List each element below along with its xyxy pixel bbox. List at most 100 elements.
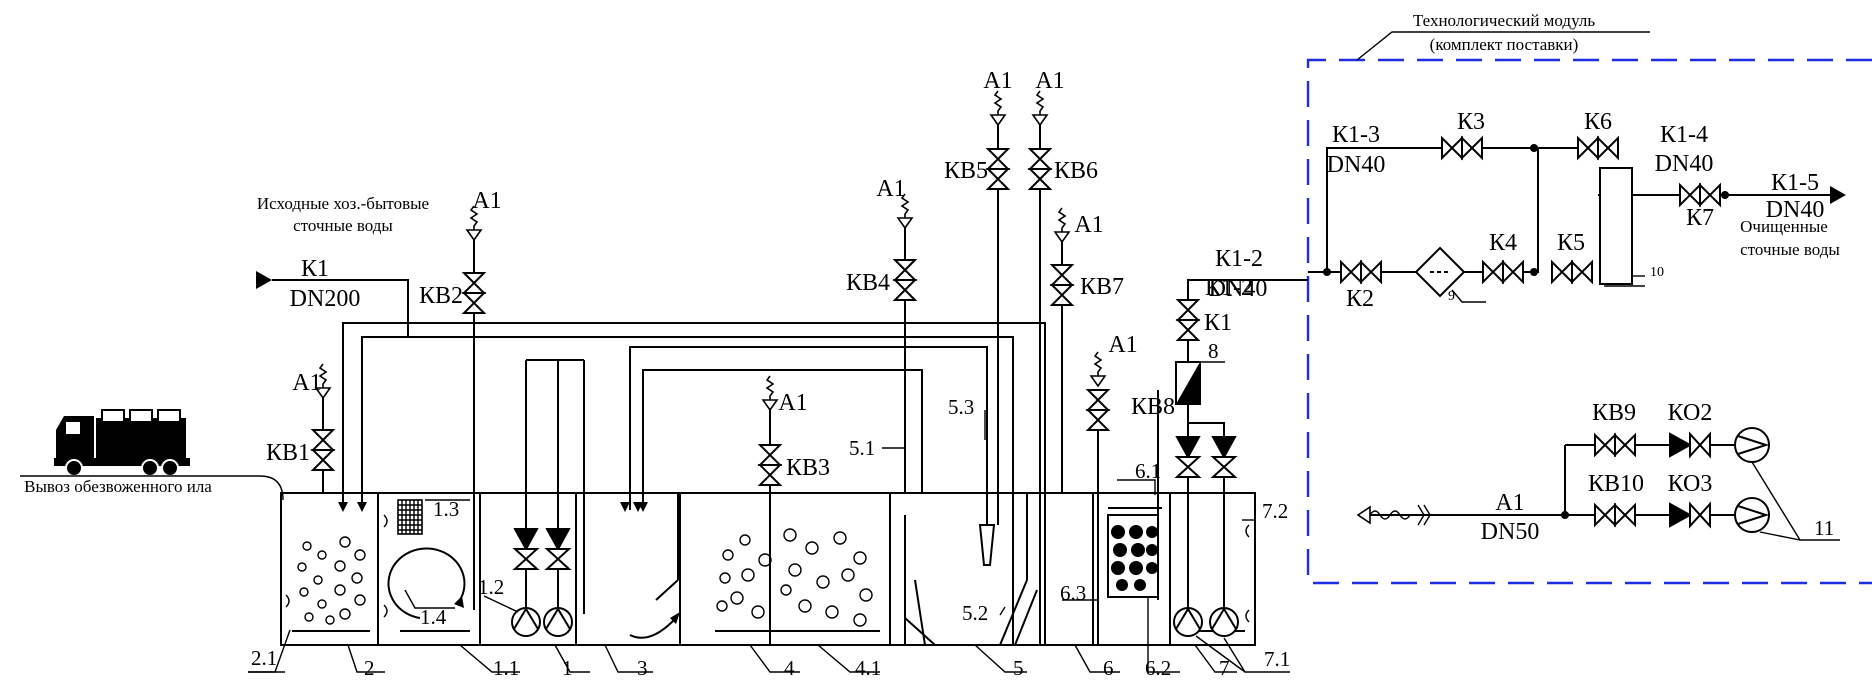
- svg-text:К6: К6: [1584, 109, 1612, 135]
- svg-text:А1: А1: [292, 370, 321, 396]
- svg-text:А1: А1: [472, 188, 501, 214]
- svg-text:10: 10: [1650, 265, 1664, 280]
- blower-2: [1734, 497, 1770, 533]
- svg-text:КВ2: КВ2: [419, 283, 463, 309]
- svg-text:КО3: КО3: [1668, 471, 1713, 497]
- k1-2-labels: К1-2 DN40: [1209, 246, 1268, 302]
- outlet-desc: Очищенные: [1740, 217, 1828, 236]
- treatment-tank: [280, 492, 1256, 646]
- svg-text:6.1: 6.1: [1135, 459, 1161, 483]
- outlet-dn-label: DN40: [1766, 197, 1825, 223]
- svg-text:К2: К2: [1346, 286, 1374, 312]
- svg-text:11: 11: [1814, 516, 1834, 540]
- svg-text:А1: А1: [1108, 332, 1137, 358]
- svg-text:2: 2: [364, 656, 375, 680]
- air-branch-kv1: А1 КВ1: [266, 363, 334, 493]
- uv-unit-10: [1599, 167, 1633, 285]
- svg-text:5.2: 5.2: [962, 601, 988, 625]
- air-branch-kv4: А1 КВ4: [846, 176, 916, 493]
- air-lift: [978, 524, 996, 566]
- valve-kv1-icon[interactable]: [312, 429, 334, 471]
- svg-text:DN50: DN50: [1481, 519, 1540, 545]
- callout-numbers: 2.1 2 1.1 1 1.2 1.3 1.4 3 4 4.1 5 5.1 5.…: [251, 265, 1834, 680]
- air-branch-kv2: А1 КВ2: [419, 188, 502, 610]
- air-branch-kv8: А1: [1087, 332, 1138, 431]
- valve-k1-icon[interactable]: [1177, 299, 1199, 341]
- svg-text:1.2: 1.2: [478, 575, 504, 599]
- inlet-desc: Исходные хоз.-бытовые: [257, 194, 429, 213]
- svg-text:6: 6: [1103, 656, 1114, 680]
- valve-k6-icon[interactable]: [1577, 137, 1619, 159]
- svg-text:К1-3: К1-3: [1332, 122, 1380, 148]
- inlet-dn-label: DN200: [290, 286, 361, 312]
- valve-k3-icon[interactable]: [1441, 137, 1483, 159]
- module-title: Технологический модуль: [1413, 11, 1595, 30]
- module-frame: [1306, 58, 1872, 585]
- svg-text:А1: А1: [876, 176, 905, 202]
- svg-text:DN40: DN40: [1209, 276, 1268, 302]
- svg-text:5.3: 5.3: [948, 395, 974, 419]
- svg-text:1: 1: [562, 656, 573, 680]
- svg-text:К3: К3: [1457, 109, 1485, 135]
- svg-text:А1: А1: [778, 390, 807, 416]
- svg-text:6.2: 6.2: [1145, 656, 1171, 680]
- valve-kv5-icon[interactable]: [987, 148, 1009, 190]
- svg-text:КВ6: КВ6: [1054, 158, 1098, 184]
- outlet-pipe-label: К1-5: [1771, 170, 1819, 196]
- aeration-bubbles: [297, 528, 873, 627]
- valve-kv4-icon[interactable]: [894, 259, 916, 301]
- air-branch-kv6: А1 КВ6: [1029, 68, 1098, 493]
- valve-kv2-icon[interactable]: [463, 272, 485, 314]
- svg-text:К4: К4: [1489, 230, 1517, 256]
- valve-k5-icon[interactable]: [1551, 261, 1593, 283]
- svg-text:1.3: 1.3: [433, 497, 459, 521]
- svg-text:1.4: 1.4: [420, 605, 447, 629]
- air-out-arrow-icon: [1356, 505, 1371, 525]
- svg-text:А1: А1: [1035, 68, 1064, 94]
- svg-text:DN40: DN40: [1655, 151, 1714, 177]
- valve-k7-icon[interactable]: [1679, 184, 1721, 206]
- svg-text:КО2: КО2: [1668, 400, 1713, 426]
- svg-text:4.1: 4.1: [855, 656, 881, 680]
- svg-text:3: 3: [637, 656, 648, 680]
- module-subtitle: (комплект поставки): [1430, 35, 1579, 54]
- svg-text:9: 9: [1448, 289, 1455, 304]
- svg-text:К1-2: К1-2: [1205, 275, 1253, 301]
- svg-text:сточные воды: сточные воды: [293, 216, 393, 235]
- svg-text:КВ7: КВ7: [1080, 274, 1124, 300]
- svg-text:КВ4: КВ4: [846, 270, 890, 296]
- svg-text:КВ1: КВ1: [266, 440, 310, 466]
- valve-kv7-icon[interactable]: [1051, 264, 1073, 306]
- valve-kv3-icon[interactable]: [759, 444, 781, 486]
- svg-text:К5: К5: [1557, 230, 1585, 256]
- inlet-arrow-icon: [256, 271, 272, 289]
- svg-text:5.1: 5.1: [849, 436, 875, 460]
- valve-kv9-icon[interactable]: [1594, 434, 1636, 456]
- svg-text:КВ3: КВ3: [786, 455, 830, 481]
- valve-k2-icon[interactable]: [1340, 261, 1382, 283]
- air-branch-kv5: А1 КВ5: [944, 68, 1013, 525]
- svg-text:7.2: 7.2: [1262, 499, 1288, 523]
- svg-text:КВ10: КВ10: [1588, 471, 1644, 497]
- svg-text:А1: А1: [983, 68, 1012, 94]
- truck-icon: [54, 409, 190, 477]
- valve-kv10-icon[interactable]: [1594, 504, 1636, 526]
- valve-k4-icon[interactable]: [1482, 261, 1524, 283]
- svg-text:К1: К1: [1204, 310, 1232, 336]
- svg-text:7: 7: [1219, 656, 1230, 680]
- svg-text:А1: А1: [1495, 490, 1524, 516]
- blower-1: [1734, 427, 1770, 463]
- svg-text:5: 5: [1013, 656, 1024, 680]
- circulation-arrow: [387, 547, 466, 619]
- svg-text:сточные воды: сточные воды: [1740, 240, 1840, 259]
- valve-kv6-icon[interactable]: [1029, 148, 1051, 190]
- svg-text:КВ9: КВ9: [1592, 400, 1636, 426]
- svg-text:1.1: 1.1: [493, 656, 519, 680]
- svg-text:7.1: 7.1: [1264, 647, 1290, 671]
- wall-drips: [285, 514, 1250, 623]
- svg-text:КВ5: КВ5: [944, 158, 988, 184]
- valve-kv8-icon[interactable]: [1087, 389, 1109, 431]
- svg-text:КВ8: КВ8: [1131, 394, 1175, 420]
- callout-leaders: [248, 285, 1645, 673]
